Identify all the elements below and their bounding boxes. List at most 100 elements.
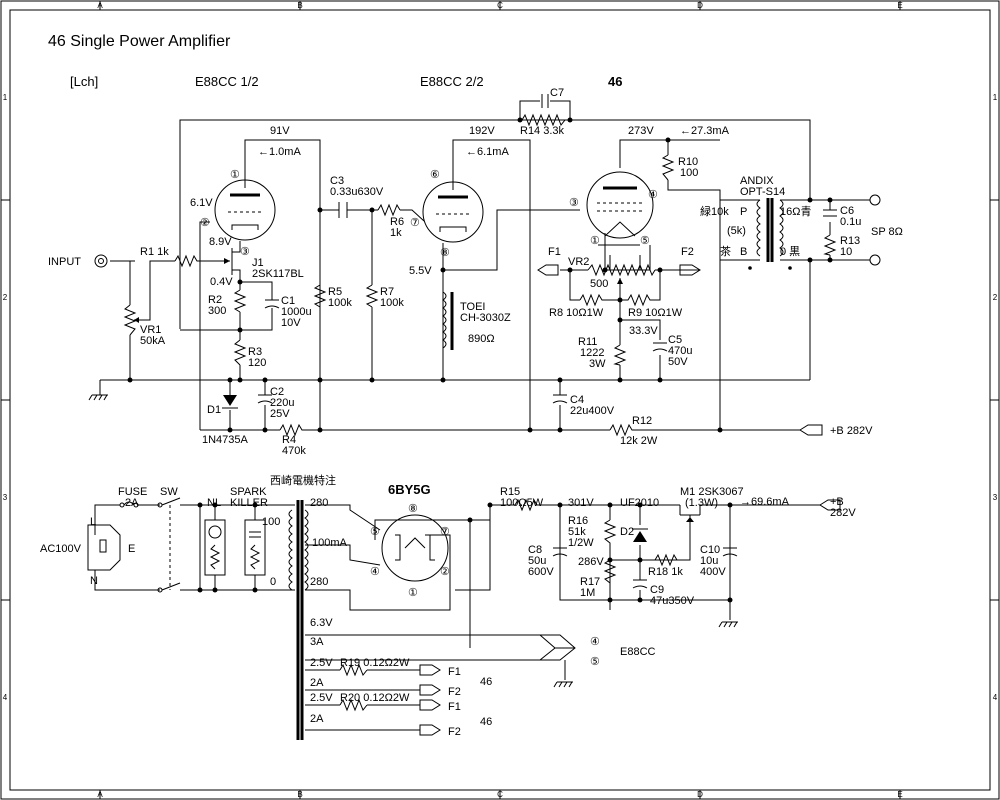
r19-label: R19 0.12Ω2W <box>340 657 410 669</box>
heater-pin-4: ④ <box>590 636 600 648</box>
vr2-value: 500 <box>590 278 608 290</box>
pin-4-rect: ④ <box>370 566 380 578</box>
resistor-r3 <box>233 339 247 366</box>
resistor-r2 <box>233 289 247 313</box>
v-192: 192V <box>469 125 495 137</box>
pin-5-rect: ⑤ <box>370 526 380 538</box>
r13-label: R13 <box>840 235 860 247</box>
r16-value: 51k <box>568 526 586 538</box>
choke-ch3030z <box>442 291 454 350</box>
vr2-label: VR2 <box>568 256 589 268</box>
bplus-output-tag <box>819 499 841 511</box>
r16-label: R16 <box>568 515 588 527</box>
speaker-label: SP 8Ω <box>871 226 903 238</box>
bplus-out-label: +B <box>830 496 844 508</box>
row-1-left: 1 <box>3 93 8 102</box>
resistor-r10 <box>661 154 675 181</box>
heater-f1-a: F1 <box>448 666 461 678</box>
heater-3a: 3A <box>310 636 324 648</box>
vr1-value: 50kA <box>140 335 166 347</box>
frame-labels: A B C D E A B C D E 1 2 3 4 1 2 3 4 <box>3 1 998 799</box>
c2-label: C2 <box>270 386 284 398</box>
ground-symbol <box>553 681 573 688</box>
resistor-r20 <box>339 698 368 712</box>
ac-n: N <box>90 575 98 587</box>
power-transformer-label: 西崎電機特注 <box>270 473 336 487</box>
c6-value: 0.1u <box>840 216 861 228</box>
diode-d1 <box>222 395 238 409</box>
stage3-header: 46 <box>608 74 622 89</box>
c2-value: 220u <box>270 397 294 409</box>
tube-e88cc-stage2 <box>422 181 484 243</box>
col-c-bottom: C <box>497 790 503 799</box>
choke-maker: TOEI <box>460 301 485 313</box>
ac-e: E <box>128 543 135 555</box>
resistor-r8 <box>579 293 610 307</box>
mosfet-m1 <box>679 505 701 525</box>
opt-b: B <box>740 246 747 258</box>
row-4-right: 4 <box>993 693 998 702</box>
rectifier-header: 6BY5G <box>388 482 431 497</box>
capacitor-c10 <box>722 547 738 557</box>
j1-type: 2SK117BL <box>252 268 304 280</box>
resistor-r9 <box>620 293 655 307</box>
power-wires <box>94 504 820 731</box>
resistor-r7 <box>365 284 379 308</box>
r10-value: 100 <box>680 167 698 179</box>
heater-2a-b: 2A <box>310 713 324 725</box>
i-2: ←6.1mA <box>466 146 509 158</box>
c1-voltage: 10V <box>281 317 301 329</box>
v-0.4: 0.4V <box>210 276 233 288</box>
f2-amp: F2 <box>681 246 694 258</box>
d2-label: D2 <box>620 526 634 538</box>
ground-symbol <box>88 380 108 401</box>
r17-label: R17 <box>580 576 600 588</box>
jfet-j1 <box>222 258 230 264</box>
r15-value: 100Ω5W <box>500 497 544 509</box>
resistor-r18 <box>654 553 690 567</box>
m1-label: M1 2SK3067 <box>680 486 744 498</box>
input-label: INPUT <box>48 256 81 268</box>
c7-label: C7 <box>550 87 564 99</box>
opt-0: 0 黒 <box>780 245 800 258</box>
v-91: 91V <box>270 125 290 137</box>
v-8.9: 8.9V <box>209 236 232 248</box>
m1-watt: (1.3W) <box>685 497 718 509</box>
heater-6.3v: 6.3V <box>310 617 333 629</box>
r10-label: R10 <box>678 156 698 168</box>
ac-inlet-icon <box>87 524 121 571</box>
opt-green: 緑10k <box>700 204 729 218</box>
col-d-bottom: D <box>697 790 703 799</box>
i-out: →69.6mA <box>740 496 790 508</box>
resistor-r12 <box>609 423 640 437</box>
r7-value: 100k <box>380 297 404 309</box>
row-2-right: 2 <box>993 293 998 302</box>
c2-voltage: 25V <box>270 408 290 420</box>
col-a-bottom: A <box>97 790 103 799</box>
stage1-header: E88CC 1/2 <box>195 74 259 89</box>
c4-value: 22u400V <box>570 405 615 417</box>
c3-value: 0.33u630V <box>330 186 384 198</box>
uf2010-label: UF2010 <box>620 497 659 509</box>
v-273: 273V <box>628 125 654 137</box>
r11-watt: 3W <box>589 358 606 370</box>
j1-label: J1 <box>252 257 264 269</box>
c9-label: C9 <box>650 584 664 596</box>
channel-label: [Lch] <box>70 74 98 89</box>
resistor-r14 <box>521 113 568 127</box>
pin-1-rect: ① <box>408 587 418 599</box>
row-2-left: 2 <box>3 293 8 302</box>
resistor-r6 <box>377 203 401 217</box>
tube-46 <box>586 171 654 239</box>
choke-resistance: 890Ω <box>468 333 495 345</box>
row-3-left: 3 <box>3 493 8 502</box>
spark-label-a: SPARK <box>230 486 267 498</box>
col-e-bottom: E <box>897 790 902 799</box>
resistor-r4 <box>279 423 305 437</box>
diode-d2 <box>632 528 648 542</box>
bplus-label: +B 282V <box>830 425 873 437</box>
c6-label: C6 <box>840 205 854 217</box>
pin-6-stage2: ⑥ <box>430 169 440 181</box>
heater-2.5v-b: 2.5V <box>310 692 333 704</box>
